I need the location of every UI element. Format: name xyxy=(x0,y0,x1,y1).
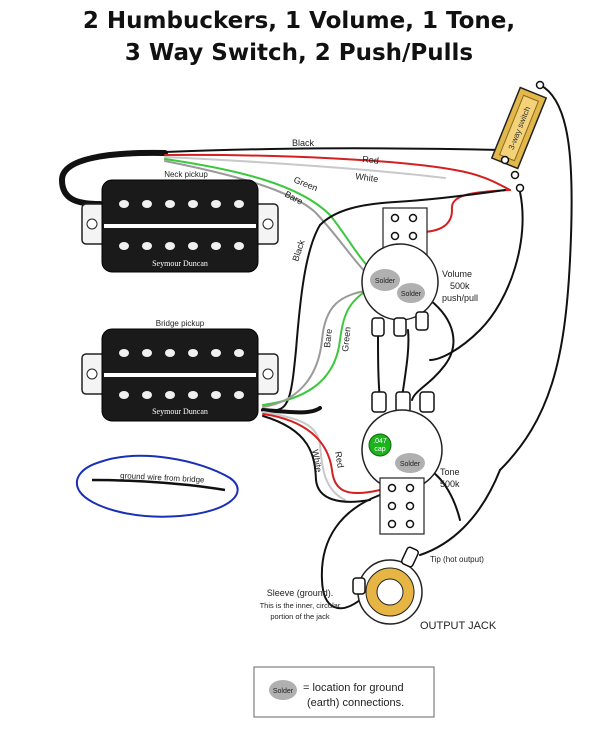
wires xyxy=(59,84,573,610)
volume-pot-name: Volume xyxy=(442,269,472,279)
wire-label-red-top: Red xyxy=(362,154,379,166)
switch-lug-2 xyxy=(510,170,520,180)
wire-bare-bridge xyxy=(262,289,371,408)
wire-black-left-ground xyxy=(274,224,321,411)
jack-sleeve-lug xyxy=(352,577,366,595)
bridge-pickup-label: Bridge pickup xyxy=(156,319,205,328)
wire-label-green-mid: Green xyxy=(340,326,353,352)
volume-pot: Solder Solder Volume 500k push/pull xyxy=(361,207,478,337)
wire-white-neck xyxy=(164,156,446,179)
jack-sleeve-line-2: This is the inner, circular xyxy=(260,601,341,610)
bridge-pickup-poles-bottom xyxy=(119,391,244,399)
tone-cap-unit: cap xyxy=(374,446,385,453)
tone-pot: .047 cap Solder Tone 500k xyxy=(361,391,460,535)
bridge-pickup-coil-divider xyxy=(104,373,256,377)
jack-tip-lug xyxy=(400,546,420,568)
bridge-pickup: Bridge pickup Seymour Duncan xyxy=(81,319,279,422)
wire-black-switch-loop xyxy=(319,189,506,226)
wire-volume-to-tone-2 xyxy=(401,329,410,399)
volume-pot-lugs xyxy=(371,311,429,337)
neck-pickup: Neck pickup Seymour Duncan xyxy=(81,170,279,273)
bridge-pickup-screw-left xyxy=(86,368,98,380)
ground-note-circle xyxy=(75,454,239,518)
legend: Solder = location for ground (earth) con… xyxy=(253,666,435,718)
wire-black-switch-right-2 xyxy=(429,191,524,361)
legend-line-1: = location for ground xyxy=(303,682,404,694)
diagram-title-line-2: 3 Way Switch, 2 Push/Pulls xyxy=(124,40,474,66)
wire-label-red-low: Red xyxy=(333,451,346,469)
ground-wire-note: ground wire from bridge xyxy=(75,454,239,518)
tone-pot-name: Tone xyxy=(440,467,460,477)
volume-solder-label-1: Solder xyxy=(375,278,396,285)
wire-black-neck-to-switch xyxy=(164,147,506,153)
neck-pickup-coil-divider xyxy=(104,224,256,228)
tone-pot-value: 500k xyxy=(440,479,460,489)
wire-red-switch-to-volume xyxy=(419,189,511,233)
legend-solder-label: Solder xyxy=(273,688,294,695)
switch-lug-4 xyxy=(535,80,545,90)
volume-pot-value: 500k xyxy=(450,281,470,291)
wire-bare-neck xyxy=(164,160,376,283)
wire-green-neck xyxy=(164,158,381,279)
wire-red-neck-to-switch xyxy=(164,153,511,191)
bridge-pickup-screw-right xyxy=(262,368,274,380)
three-way-switch: 3-way switch xyxy=(490,80,548,193)
legend-line-2: (earth) connections. xyxy=(307,697,404,709)
neck-pickup-screw-right xyxy=(262,218,274,230)
wire-white-bridge xyxy=(262,411,346,501)
neck-pickup-brand: Seymour Duncan xyxy=(152,259,208,268)
wire-black-bridge-ground xyxy=(262,415,371,503)
wire-red-bridge xyxy=(262,413,381,495)
wire-label-bare-top: Bare xyxy=(283,189,304,207)
volume-pot-type: push/pull xyxy=(442,293,478,303)
ground-wire-line xyxy=(91,478,226,492)
volume-solder-1 xyxy=(370,269,400,291)
wire-tone-right xyxy=(429,469,461,521)
tone-pushpull-board xyxy=(379,477,425,535)
wire-volume-to-tone-1 xyxy=(377,329,381,401)
neck-pickup-screw-left xyxy=(86,218,98,230)
output-jack: Tip (hot output) Sleeve (ground). This i… xyxy=(260,546,497,632)
ground-note-text: ground wire from bridge xyxy=(120,471,205,484)
switch-lug-1 xyxy=(500,155,510,165)
tone-pushpull-lugs xyxy=(387,483,415,529)
tone-solder-label: Solder xyxy=(400,461,421,468)
wire-label-black-left: Black xyxy=(290,238,306,262)
diagram-title-line-1: 2 Humbuckers, 1 Volume, 1 Tone, xyxy=(82,8,516,34)
jack-sleeve-line-3: portion of the jack xyxy=(270,612,329,621)
wire-label-white-top: White xyxy=(355,171,379,184)
neck-pickup-cable xyxy=(59,149,168,207)
jack-tip-label: Tip (hot output) xyxy=(430,555,484,564)
jack-inner xyxy=(376,578,404,606)
volume-solder-2 xyxy=(397,283,425,303)
tone-cap xyxy=(368,433,392,457)
volume-solder-label-2: Solder xyxy=(401,291,422,298)
tone-pot-lugs xyxy=(371,391,435,413)
bridge-pickup-poles-top xyxy=(119,349,244,357)
wire-black-right-to-jack xyxy=(419,469,501,556)
wire-volume-loop xyxy=(411,299,455,401)
tone-solder xyxy=(395,453,425,473)
neck-pickup-poles-bottom xyxy=(119,242,244,250)
wire-label-bare-mid: Bare xyxy=(322,328,334,348)
legend-solder-swatch xyxy=(269,680,297,700)
jack-sleeve-line-1: Sleeve (ground). xyxy=(267,588,334,598)
tone-cap-value: .047 xyxy=(373,438,387,445)
wire-label-green-top: Green xyxy=(292,175,319,194)
neck-pickup-poles-top xyxy=(119,200,244,208)
neck-pickup-label: Neck pickup xyxy=(164,170,208,179)
wire-bridge-cable xyxy=(261,406,322,415)
wire-black-switch-right xyxy=(499,84,573,471)
wire-tone-to-jack xyxy=(320,494,381,610)
jack-name: OUTPUT JACK xyxy=(420,620,497,632)
bridge-pickup-brand: Seymour Duncan xyxy=(152,407,208,416)
wire-label-white-low: White xyxy=(310,449,324,473)
wire-label-black-top: Black xyxy=(292,138,315,148)
switch-lug-3 xyxy=(515,183,525,193)
wire-green-bridge xyxy=(262,284,376,406)
